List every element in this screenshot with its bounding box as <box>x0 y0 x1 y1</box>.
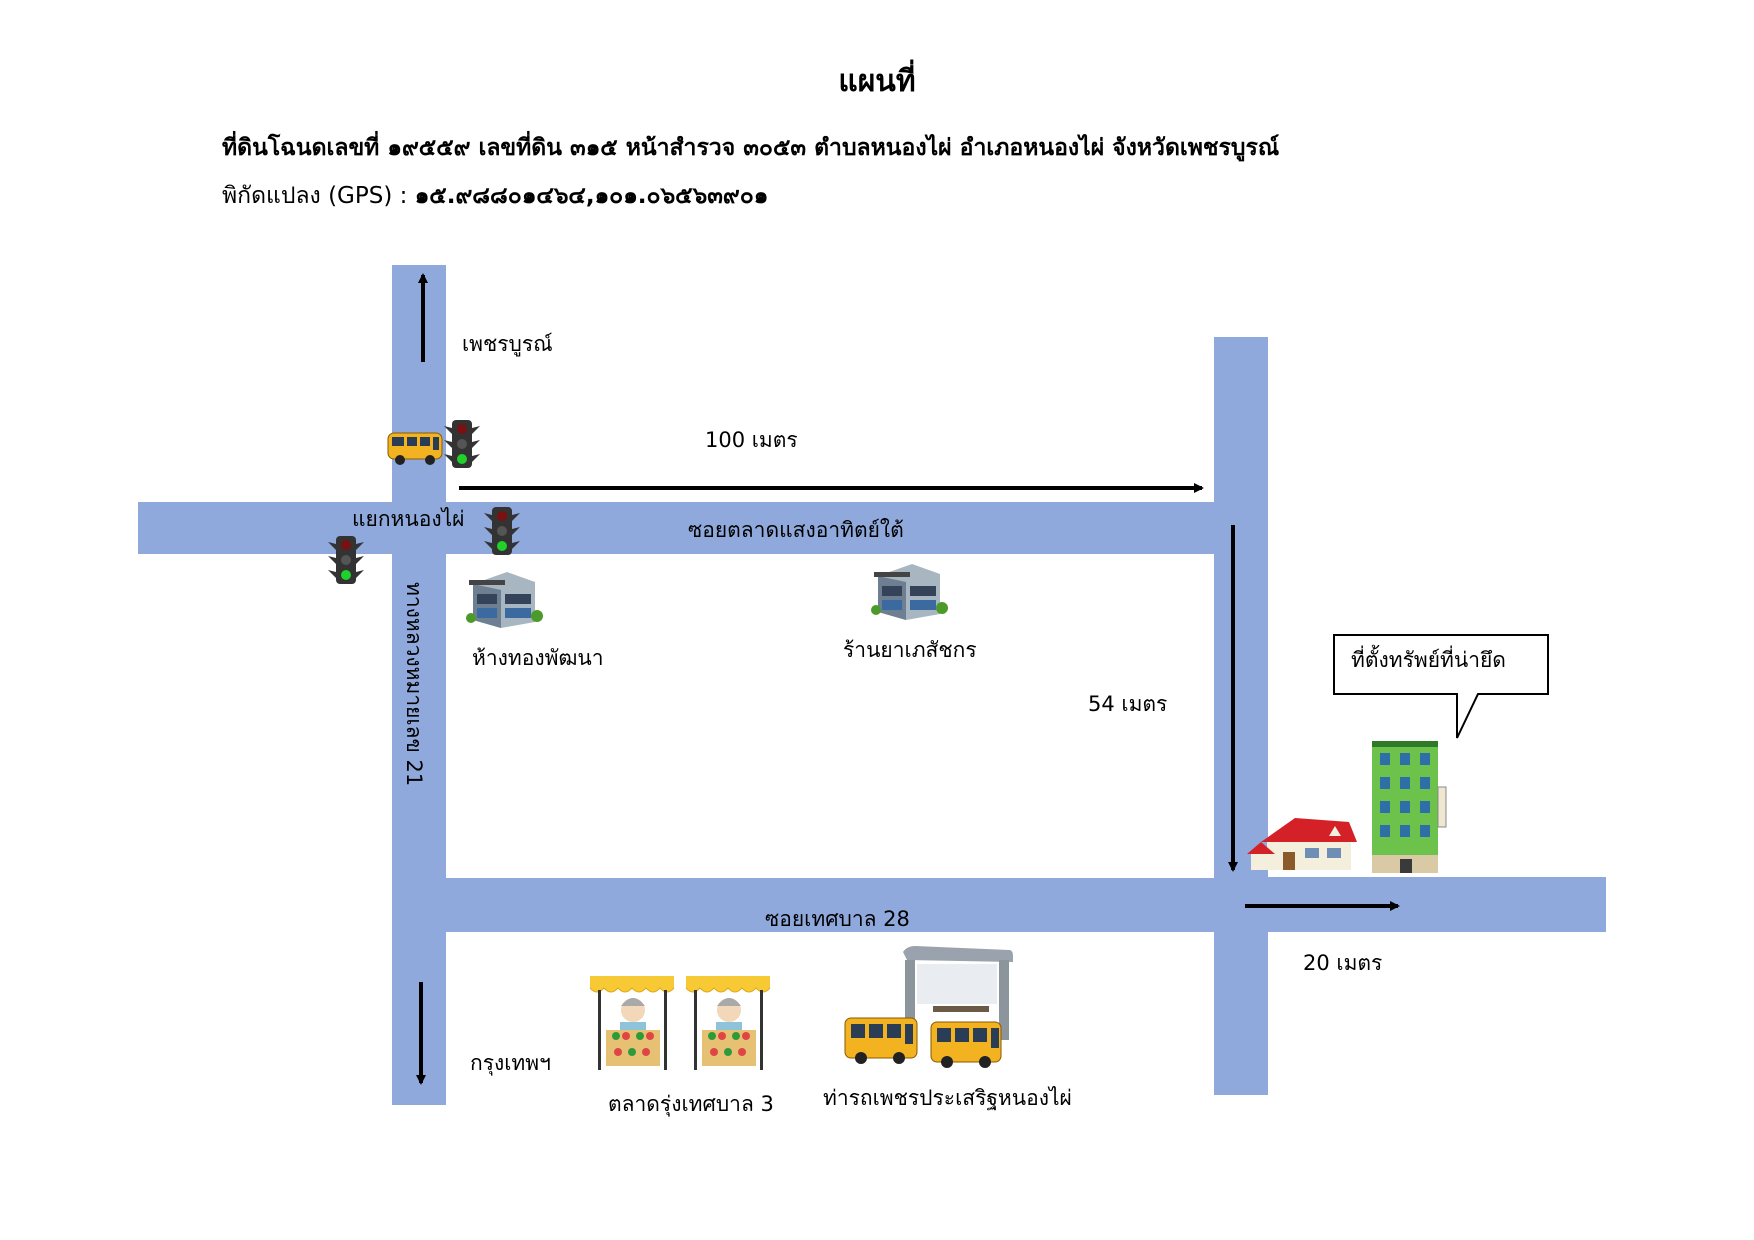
east-extension-road <box>1268 877 1606 929</box>
highway-21-road <box>392 265 446 1105</box>
traffic-light-icon <box>328 536 364 584</box>
pharmacy-label: ร้านยาเภสัชกร <box>843 638 977 662</box>
map-title: แผนที่ <box>838 64 916 99</box>
apartment-building-icon <box>1372 741 1447 873</box>
bus-shelter-icon <box>844 946 1013 1068</box>
parcel-description: ที่ดินโฉนดเลขที่ ๑๙๕๕๙ เลขที่ดิน ๓๑๕ หน้… <box>222 135 1280 161</box>
gps-line: พิกัดแปลง (GPS) : ๑๕.๙๘๘๐๑๔๖๔,๑๐๑.๐๖๕๖๓๙… <box>222 178 768 214</box>
south-direction-label: กรุงเทพฯ <box>470 1051 551 1075</box>
bus-icon <box>844 1017 918 1064</box>
shop-building-icon <box>466 572 543 628</box>
market-stall-icon <box>589 976 675 1070</box>
bus-icon <box>387 432 443 465</box>
target-label: ที่ตั้งทรัพย์ที่น่ายึด <box>1351 648 1506 672</box>
junction-label: แยกหนองไผ่ <box>352 507 465 531</box>
traffic-light-icon <box>444 420 480 468</box>
upper-soi-label: ซอยตลาดแสงอาทิตย์ใต้ <box>688 518 904 542</box>
east-leg-distance: 100 เมตร <box>705 428 798 452</box>
east-vertical-road <box>1214 337 1268 1095</box>
gold-shop-label: ห้างทองพัฒนา <box>472 646 604 670</box>
lower-soi-label: ซอยเทศบาล 28 <box>765 907 910 931</box>
upper-soi-road <box>138 502 1224 554</box>
gps-label: พิกัดแปลง (GPS) : <box>222 183 408 209</box>
south-leg-distance: 54 เมตร <box>1088 692 1168 716</box>
bus-icon <box>930 1021 1002 1068</box>
gps-value: ๑๕.๙๘๘๐๑๔๖๔,๑๐๑.๐๖๕๖๓๙๐๑ <box>414 183 769 209</box>
traffic-light-icon <box>484 507 520 555</box>
highway-label: ทางหลวงหมายเลข 21 <box>402 582 426 787</box>
north-direction-label: เพชรบูรณ์ <box>462 332 553 356</box>
final-leg-distance: 20 เมตร <box>1303 951 1383 975</box>
bus-station-label: ท่ารถเพชรประเสริฐหนองไผ่ <box>823 1086 1072 1110</box>
callout-bubble <box>1333 634 1549 739</box>
market-label: ตลาดรุ่งเทศบาล 3 <box>608 1092 774 1116</box>
market-stall-icon <box>685 976 771 1070</box>
shop-building-icon <box>871 564 948 620</box>
house-icon <box>1247 818 1357 870</box>
